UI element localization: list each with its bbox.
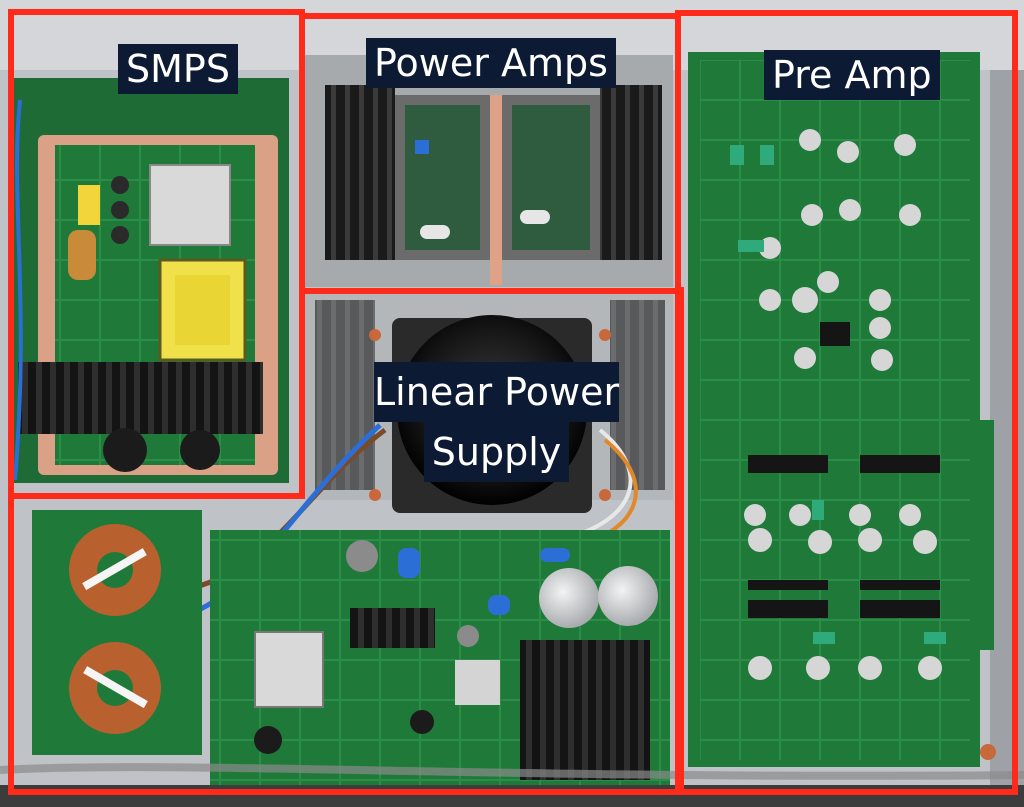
power-amp-heatsink-right (600, 85, 662, 260)
label-linear-power-supply: Linear Power Supply (368, 362, 625, 482)
power-amp-heatsink-left (325, 85, 395, 260)
power-board-relay (254, 631, 324, 708)
filter-cap-1 (539, 568, 599, 628)
label-power-amps: Power Amps (366, 38, 616, 88)
power-amp-copper-divider (490, 95, 502, 285)
label-pre-amp: Pre Amp (764, 50, 940, 100)
label-linear-power-supply-line2: Supply (423, 422, 570, 482)
smps-heatsink (18, 362, 263, 434)
power-board-heatsink-large (520, 640, 650, 780)
pre-amp-components (744, 129, 942, 680)
smps-shield (149, 164, 231, 246)
right-rail (990, 70, 1024, 807)
power-board-heatsink-small (350, 608, 435, 648)
label-smps: SMPS (118, 44, 238, 94)
pre-amp-ic-rows (748, 322, 940, 618)
label-linear-power-supply-line1: Linear Power (374, 362, 620, 422)
pre-amp-film-caps (730, 145, 946, 644)
filter-cap-2 (598, 566, 658, 626)
